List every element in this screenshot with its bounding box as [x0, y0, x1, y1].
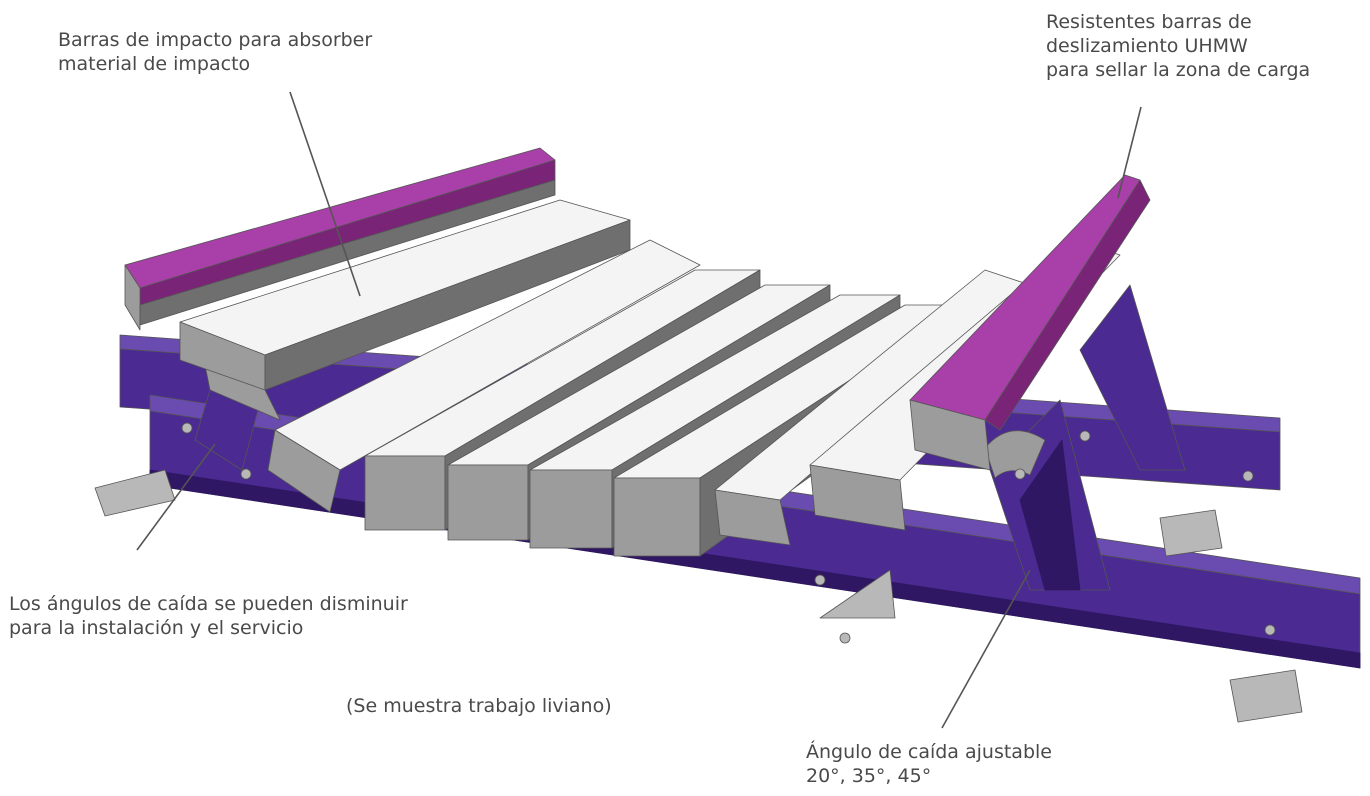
adjustable-angle-label: Ángulo de caída ajustable 20°, 35°, 45°: [806, 740, 1052, 788]
frame-bolts: [181, 422, 1276, 644]
bolt: [181, 422, 193, 434]
slider-bars-label-line: deslizamiento UHMW: [1046, 35, 1248, 57]
slider-bars-label: Resistentes barras de deslizamiento UHMW…: [1046, 10, 1310, 82]
leader-slider-bars: [1117, 106, 1142, 199]
bolt: [1014, 468, 1026, 480]
leader-adjustable-angle: [941, 569, 1031, 729]
adjustable-angle-label-line: 20°, 35°, 45°: [806, 765, 932, 787]
leader-impact-bars: [289, 91, 361, 297]
exploded-uhmw-slider-bar: [124, 147, 556, 331]
angle-adjust-plate: [984, 430, 1046, 479]
figure-caption: (Se muestra trabajo liviano): [346, 694, 612, 718]
bolt: [839, 632, 851, 644]
figure-caption-text: (Se muestra trabajo liviano): [346, 695, 612, 717]
bolt: [240, 468, 252, 480]
bolt: [1242, 470, 1254, 482]
slider-bars-label-line: para sellar la zona de carga: [1046, 59, 1311, 81]
bolt: [1264, 624, 1276, 636]
impact-bars-label: Barras de impacto para absorber material…: [58, 28, 372, 76]
mounting-plates: [94, 469, 1303, 723]
right-bracket-arm-rear: [1079, 284, 1186, 471]
exploded-impact-bar: [179, 199, 631, 391]
bolt: [814, 574, 826, 586]
slider-bars-label-line: Resistentes barras de: [1046, 11, 1252, 33]
mounting-plate: [1159, 509, 1223, 557]
right-wing-bracket: [819, 284, 1186, 619]
drop-angles-label-line: Los ángulos de caída se pueden disminuir: [9, 593, 408, 615]
drop-angles-label-line: para la instalación y el servicio: [9, 617, 304, 639]
frame-gusset: [819, 569, 896, 619]
drop-angles-label: Los ángulos de caída se pueden disminuir…: [9, 592, 408, 640]
bolt: [1079, 430, 1091, 442]
leader-lines: [136, 91, 1142, 729]
right-bracket-front-shade: [1019, 439, 1081, 591]
right-uhmw-slider-bar: [909, 174, 1151, 471]
adjustable-angle-label-line: Ángulo de caída ajustable: [806, 741, 1052, 763]
impact-bars-label-line: material de impacto: [58, 53, 251, 75]
mounting-plate: [94, 469, 176, 517]
mounting-plate: [1229, 669, 1303, 723]
impact-bars-label-line: Barras de impacto para absorber: [58, 29, 373, 51]
leader-drop-angles: [136, 443, 216, 551]
